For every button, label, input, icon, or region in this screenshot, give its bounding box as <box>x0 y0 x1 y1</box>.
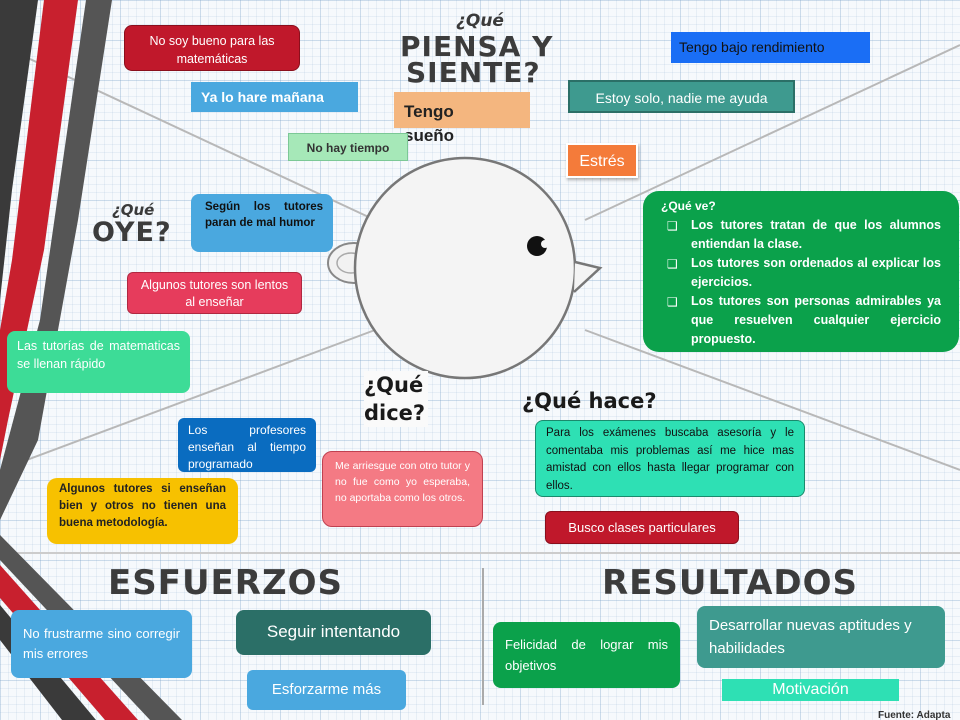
oye-mal-humor: Según los tutores paran de mal humor <box>191 194 333 252</box>
thought-estres: Estrés <box>566 143 638 178</box>
oye-heading: OYE? <box>92 217 172 248</box>
hace-heading: ¿Qué hace? <box>522 389 657 413</box>
dice-algunos-tutores: Algunos tutores si enseñan bien y otros … <box>47 478 238 544</box>
ve-title: ¿Qué ve? <box>661 199 716 213</box>
esfuerzos-heading: ESFUERZOS <box>108 563 343 603</box>
esfuerzo-esforzarme: Esforzarme más <box>247 670 406 710</box>
dice-me-arriesgue: Me arriesgue con otro tutor y no fue com… <box>322 451 483 527</box>
piensa-heading-line1: PIENSA Y <box>400 30 554 63</box>
piensa-heading-line2: SIENTE? <box>406 56 541 89</box>
source-footer: Fuente: Adapta <box>878 710 951 720</box>
face-illustration <box>327 156 603 380</box>
thought-estoy-solo: Estoy solo, nadie me ayuda <box>568 80 795 113</box>
thought-no-soy-bueno: No soy bueno para las matemáticas <box>124 25 300 71</box>
thought-tengo-sueno: Tengo sueño <box>394 92 530 145</box>
thought-tengo-bajo-rendimiento: Tengo bajo rendimiento <box>671 32 870 63</box>
ve-item: ❑Los tutores tratan de que los alumnos e… <box>667 218 941 251</box>
hace-examenes: Para los exámenes buscaba asesoría y le … <box>535 420 805 497</box>
checkbox-bullet-icon: ❑ <box>667 257 678 271</box>
resultado-motivacion: Motivación <box>722 679 899 701</box>
thought-tengo-bajo-rendimiento-text: Tengo bajo rendimiento <box>679 39 825 55</box>
piensa-heading-small: ¿Qué <box>456 11 504 31</box>
oye-tutorias-llenan: Las tutorías de matematicas se llenan rá… <box>7 331 190 393</box>
esfuerzo-no-frustrarme: No frustrarme sino corregir mis errores <box>11 610 192 678</box>
checkbox-bullet-icon: ❑ <box>667 295 678 309</box>
ve-panel: ¿Qué ve? ❑Los tutores tratan de que los … <box>643 191 959 352</box>
resultado-felicidad: Felicidad de lograr mis objetivos <box>493 622 680 688</box>
dice-heading: ¿Qué dice? <box>364 371 428 427</box>
oye-lentos: Algunos tutores son lentos al enseñar <box>127 272 302 314</box>
esfuerzo-seguir-intentando: Seguir intentando <box>236 610 431 655</box>
thought-tengo-sueno-text: Tengo sueño <box>404 102 455 145</box>
ve-list: ❑Los tutores tratan de que los alumnos e… <box>661 216 941 349</box>
hace-clases-particulares: Busco clases particulares <box>545 511 739 544</box>
resultado-desarrollar: Desarrollar nuevas aptitudes y habilidad… <box>697 606 945 668</box>
thought-no-hay-tiempo: No hay tiempo <box>288 133 408 161</box>
ve-item: ❑Los tutores son personas admirables ya … <box>667 294 941 346</box>
oye-heading-small: ¿Qué <box>112 201 155 219</box>
ve-item: ❑Los tutores son ordenados al explicar l… <box>667 256 941 289</box>
thought-ya-lo-hare: Ya lo hare mañana <box>191 82 358 112</box>
dice-profesores: Los profesores enseñan al tiempo program… <box>178 418 316 472</box>
resultados-heading: RESULTADOS <box>602 563 859 603</box>
checkbox-bullet-icon: ❑ <box>667 219 678 233</box>
left-stripes <box>0 0 112 520</box>
